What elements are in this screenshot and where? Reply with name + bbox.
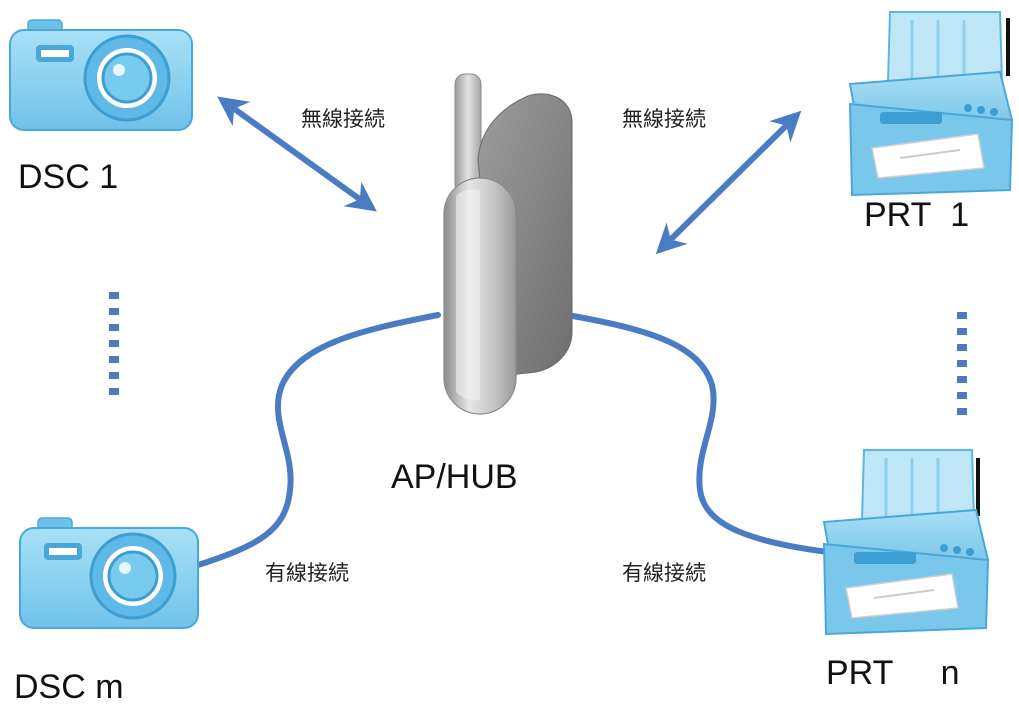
- printer-bottom-label: PRT n: [826, 654, 960, 692]
- camera-icon-bottom: [19, 517, 199, 629]
- wireless-arrow-left: [217, 96, 377, 212]
- hub-label: AP/HUB: [391, 458, 518, 496]
- printer-top-label: PRT 1: [864, 196, 970, 234]
- camera-bottom-label: DSC m: [14, 668, 124, 706]
- camera-ellipsis-dots: [109, 292, 119, 395]
- wired-right-label: 有線接続: [622, 561, 706, 585]
- wireless-left-label: 無線接続: [301, 107, 385, 131]
- wireless-arrow-right: [655, 110, 802, 255]
- wireless-right-label: 無線接続: [622, 107, 706, 131]
- printer-ellipsis-dots: [957, 312, 967, 415]
- wired-left-label: 有線接続: [265, 561, 349, 585]
- camera-icon-top: [9, 19, 193, 131]
- wired-cable-left: [195, 312, 441, 568]
- wired-cable-right: [570, 313, 831, 555]
- access-point-hub-icon: [443, 73, 573, 415]
- camera-top-label: DSC 1: [18, 158, 119, 196]
- printer-icon-top: [848, 11, 1014, 197]
- printer-icon-bottom: [822, 449, 990, 636]
